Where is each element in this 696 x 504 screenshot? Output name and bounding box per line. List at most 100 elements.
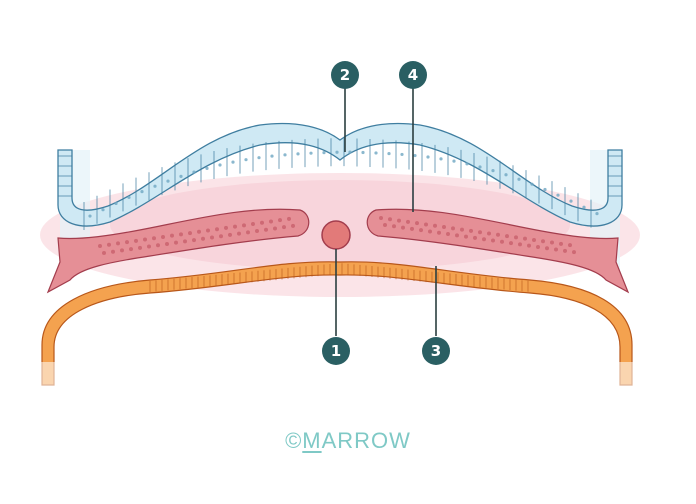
mesoderm-cell (201, 236, 205, 241)
mesoderm-cell (406, 219, 410, 224)
marker-4: 4 (399, 61, 427, 89)
ectoderm-cell-nucleus (387, 151, 391, 156)
mesoderm-cell (111, 249, 115, 254)
ectoderm-cell-nucleus (543, 187, 547, 192)
watermark-rest: ARROW (321, 428, 411, 453)
mesoderm-layer (46, 208, 630, 294)
mesoderm-cell (451, 226, 455, 231)
mesoderm-cell (541, 239, 545, 244)
mesoderm-cell (287, 216, 291, 221)
mesoderm-cell (563, 248, 567, 253)
ectoderm-cell-nucleus (257, 156, 261, 160)
mesoderm-cell (464, 234, 468, 239)
mesoderm-cell (129, 247, 133, 252)
mesoderm-cell (174, 240, 178, 245)
ectoderm-cell-nucleus (296, 152, 300, 156)
mesoderm-cell (120, 248, 124, 253)
mesoderm-cell (291, 223, 295, 228)
mesoderm-cell (147, 244, 151, 249)
mesoderm-cell (455, 233, 459, 238)
mesoderm-cell (433, 223, 437, 228)
ectoderm-cell-nucleus (361, 150, 365, 155)
mesoderm-cell (446, 232, 450, 237)
mesoderm-cell (255, 229, 259, 234)
marker-label-3: 3 (431, 342, 441, 360)
mesoderm-cell (152, 236, 156, 241)
notochord (321, 220, 351, 250)
ectoderm-cell-nucleus (465, 162, 469, 166)
mesoderm-cell (183, 239, 187, 244)
ectoderm-cell-nucleus (101, 208, 105, 212)
mesoderm-cell (264, 227, 268, 232)
mesoderm-cell (401, 225, 405, 230)
mesoderm-cell (206, 228, 210, 233)
mesoderm-cell (487, 231, 491, 236)
ectoderm-cell-nucleus (504, 173, 508, 177)
mesoderm-cell (170, 233, 174, 238)
mesoderm-cell (388, 217, 392, 222)
mesoderm-cell (424, 222, 428, 227)
mesoderm-cell (514, 235, 518, 240)
mesoderm-cell (473, 235, 477, 240)
mesoderm-cell (523, 236, 527, 241)
mesoderm-cell (165, 241, 169, 246)
marker-2: 2 (331, 61, 359, 89)
mesoderm-cell (500, 239, 504, 244)
mesoderm-cell (125, 240, 129, 245)
mesoderm-cell (134, 238, 138, 243)
marker-label-2: 2 (340, 66, 350, 84)
mesoderm-cell (460, 227, 464, 232)
mesoderm-cell (161, 234, 165, 239)
ectoderm-cell-nucleus (283, 153, 287, 157)
ectoderm-layer (57, 122, 623, 231)
mesoderm-cell (532, 237, 536, 242)
ectoderm-cell-nucleus (205, 166, 209, 170)
mesoderm-cell (379, 216, 383, 220)
mesoderm-cell (397, 218, 401, 223)
mesoderm-cell (419, 228, 423, 233)
ectoderm-cell-nucleus (478, 165, 482, 169)
ectoderm-cell-nucleus (231, 160, 235, 164)
marker-label-4: 4 (408, 66, 418, 84)
mesoderm-cell (246, 230, 250, 235)
mesoderm-cell (572, 250, 576, 255)
mesoderm-cell (482, 237, 486, 242)
mesoderm-cell (215, 227, 219, 232)
ectoderm-cell-nucleus (569, 199, 573, 203)
mesoderm-cell (392, 224, 396, 229)
mesoderm-cell (527, 243, 531, 248)
endoderm-layer (36, 261, 638, 388)
ectoderm-cell-nucleus (218, 163, 222, 167)
mesoderm-cell (224, 225, 228, 230)
ectoderm-cell-nucleus (595, 212, 599, 216)
ectoderm-cell-nucleus (400, 152, 404, 157)
mesoderm-cell (210, 235, 214, 240)
ectoderm-cell-nucleus (556, 193, 560, 197)
ectoderm-cell-nucleus (335, 150, 339, 154)
mesoderm-cell (554, 247, 558, 252)
mesoderm-cell (545, 246, 549, 251)
mesoderm-cell (192, 238, 196, 243)
ectoderm-cell-nucleus (127, 195, 131, 200)
mesoderm-cell (278, 218, 282, 223)
ectoderm-cell-nucleus (348, 150, 352, 154)
mesoderm-cell (107, 242, 111, 247)
mesoderm-cell (505, 234, 509, 239)
ectoderm-cell-nucleus (166, 179, 170, 183)
mesoderm-cell (491, 238, 495, 243)
ectoderm-cell-nucleus (452, 159, 456, 163)
mesoderm-cell (138, 245, 142, 250)
mesoderm-cell (219, 234, 223, 239)
mesoderm-cell (143, 237, 147, 242)
mesoderm-cell (496, 232, 500, 237)
mesoderm-cell (428, 229, 432, 234)
ectoderm-cell-nucleus (322, 151, 326, 155)
mesoderm-cell (509, 241, 513, 246)
mesoderm-cell (179, 232, 183, 237)
mesoderm-cell (559, 241, 563, 246)
leader-lines (335, 88, 437, 336)
mesoderm-cell (568, 243, 572, 248)
ectoderm-cell-nucleus (530, 182, 534, 186)
mesoderm-cell (550, 240, 554, 245)
mesoderm-cell (242, 223, 246, 228)
